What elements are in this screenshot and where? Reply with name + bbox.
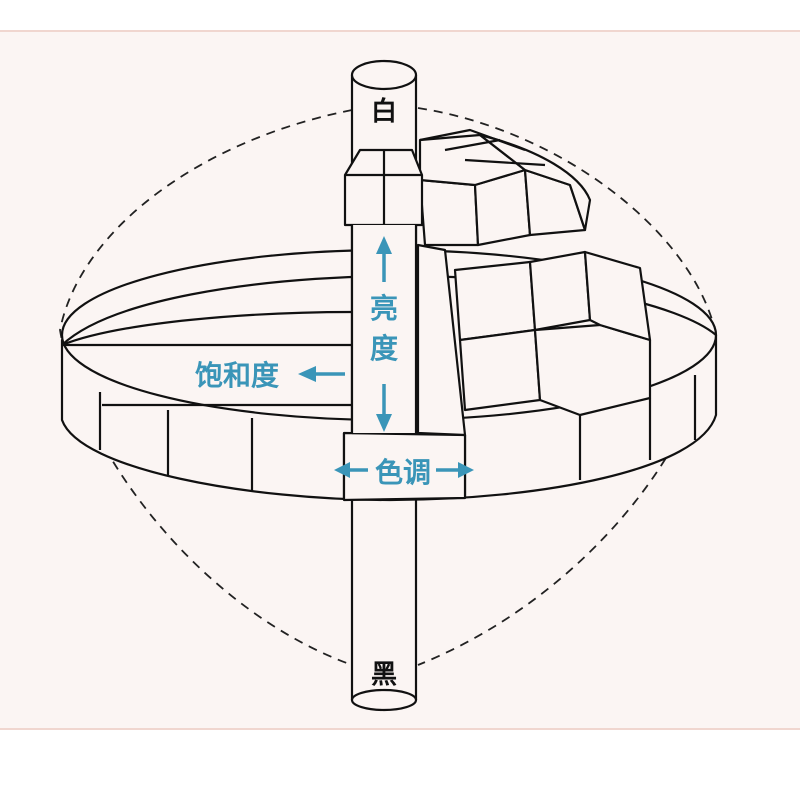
saturation-arrow	[298, 366, 345, 382]
hue-label: 色调	[375, 456, 431, 489]
dashed-envelope	[59, 109, 353, 666]
white-label: 白	[371, 96, 397, 127]
black-label: 黑	[371, 660, 397, 690]
cylinder-top	[350, 59, 418, 91]
lightness-label-2: 度	[370, 332, 398, 365]
saturation-label: 饱和度	[195, 359, 279, 392]
disc-ring-inner	[61, 310, 353, 347]
axis-cylinder-lower	[350, 488, 418, 702]
lightness-label-1: 亮	[370, 292, 398, 325]
hue-arrow	[334, 462, 474, 478]
lightness-arrow	[376, 236, 392, 432]
staircase	[416, 128, 652, 437]
cylinder-bottom	[350, 688, 418, 712]
